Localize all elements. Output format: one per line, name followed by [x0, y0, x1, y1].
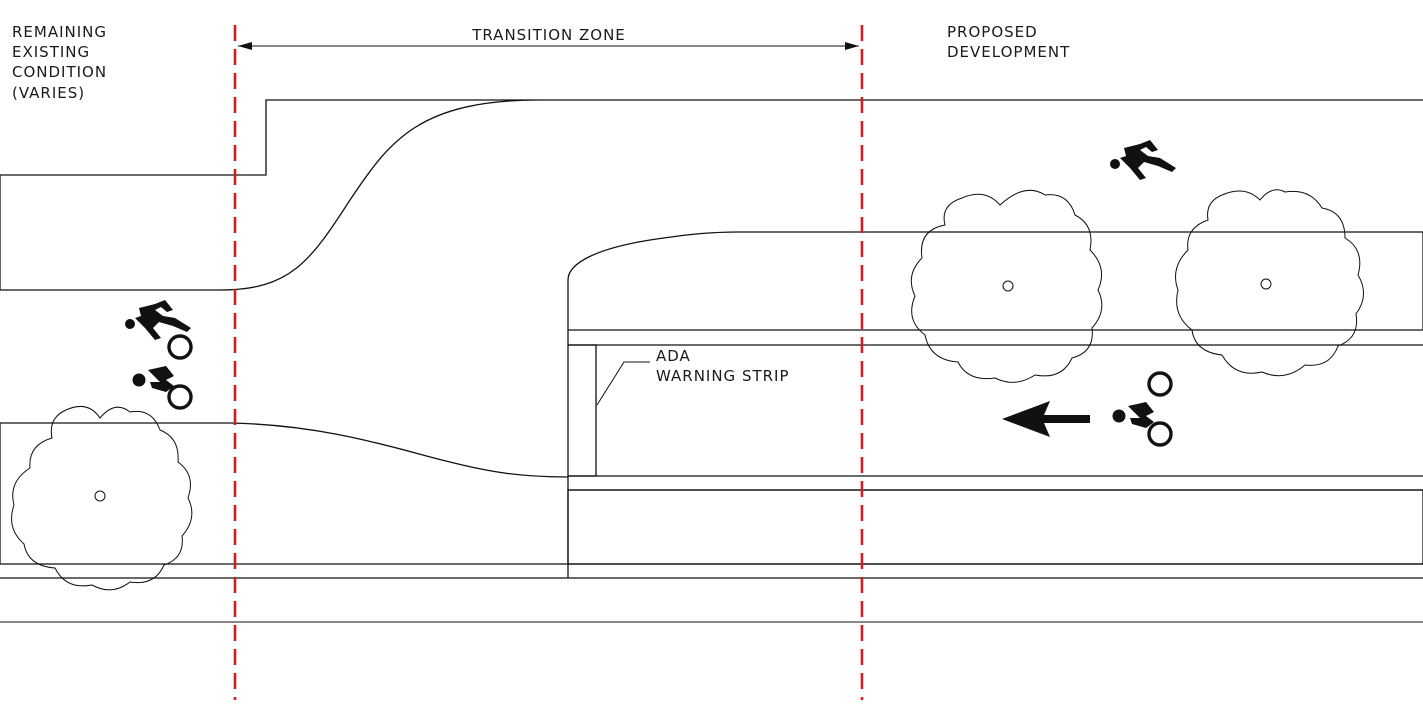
ada-warning-strip — [567, 344, 597, 477]
ada-warning-strip-label: ADA WARNING STRIP — [656, 347, 790, 385]
street-linework — [0, 99, 1423, 623]
tree-canopy-icon — [11, 405, 193, 591]
transition-zone-dimension — [238, 42, 859, 50]
paver-band — [567, 489, 1423, 565]
tree-canopy-icon — [910, 189, 1103, 383]
existing-lower-planting-strip — [0, 422, 569, 565]
proposed-development-label: PROPOSED DEVELOPMENT — [947, 23, 1070, 61]
bicyclist-icon — [1112, 371, 1173, 447]
transition-zone-label: TRANSITION ZONE — [471, 26, 626, 44]
direction-arrow-icon — [1002, 401, 1090, 437]
proposed-median-planting-strip — [567, 231, 1423, 331]
pedestrian-icon — [125, 300, 191, 340]
existing-upper-planting-strip — [0, 99, 541, 291]
pedestrian-icon — [1110, 140, 1176, 180]
ada-leader-line — [596, 361, 650, 406]
bicyclist-icon — [132, 334, 193, 410]
tree-canopy-icon — [1175, 189, 1364, 377]
remaining-existing-label: REMAINING EXISTING CONDITION (VARIES) — [12, 23, 113, 102]
